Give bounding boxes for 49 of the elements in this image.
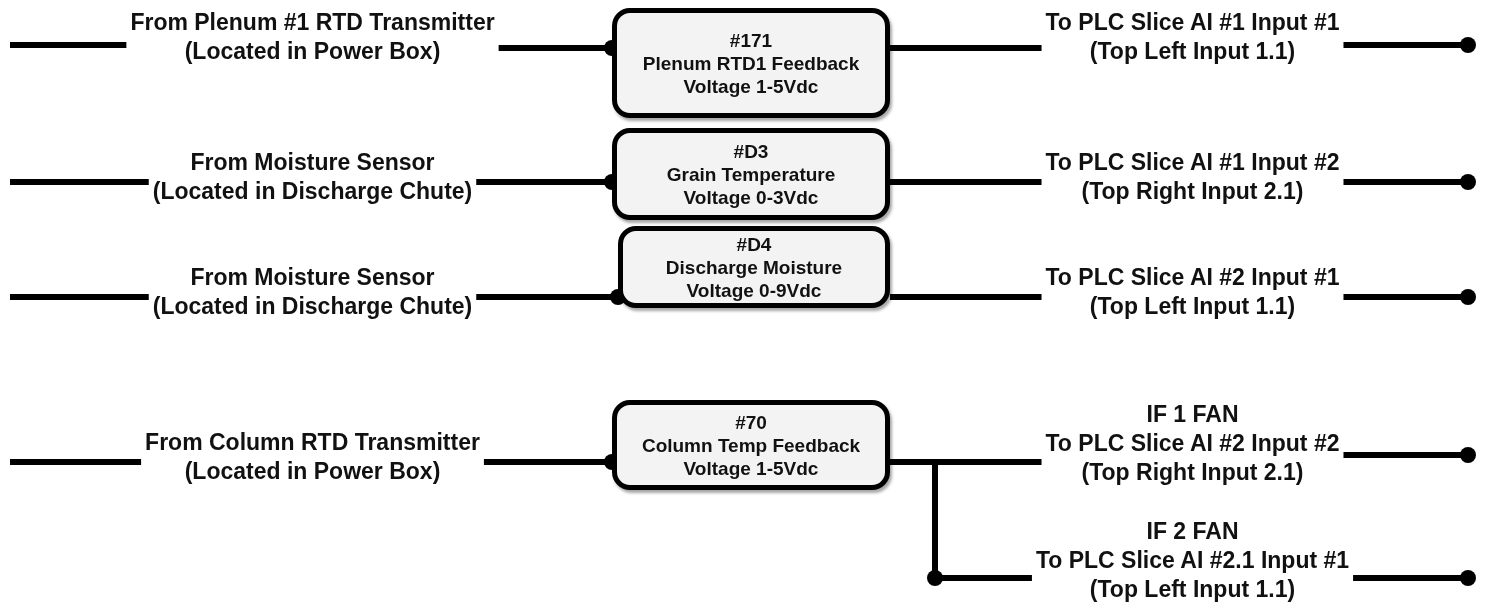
signal-number: #D3 xyxy=(733,139,769,163)
wire-label: (Top Left Input 1.1) xyxy=(1089,574,1296,604)
fan-label: IF 1 FAN xyxy=(1146,399,1239,429)
wire xyxy=(1343,289,1476,305)
wire xyxy=(890,459,1032,581)
signal-number: #171 xyxy=(729,28,773,52)
wire xyxy=(1353,570,1476,586)
signal-description: Column Temp Feedback xyxy=(641,433,861,457)
signal-description: Voltage 1-5Vdc xyxy=(683,74,819,98)
wire xyxy=(10,179,149,185)
wire-label: From Moisture Sensor xyxy=(190,263,435,292)
wire-label: To PLC Slice AI #1 Input #1 xyxy=(1045,8,1340,37)
signal-number: #D4 xyxy=(736,232,772,256)
signal-description: Voltage 1-5Vdc xyxy=(683,456,819,480)
wire xyxy=(890,294,1042,300)
signal-box xyxy=(612,128,890,220)
wire-label: From Plenum #1 RTD Transmitter xyxy=(130,8,495,37)
wire-label: From Moisture Sensor xyxy=(190,148,435,177)
wire xyxy=(10,294,149,300)
wire-label: To PLC Slice AI #2 Input #2 xyxy=(1045,428,1340,458)
wire-label: To PLC Slice AI #2.1 Input #1 xyxy=(1035,545,1350,575)
signal-description: Discharge Moisture xyxy=(665,255,843,279)
wire xyxy=(890,179,1042,185)
wire xyxy=(10,42,127,48)
wire xyxy=(890,45,1042,51)
wire-label: To PLC Slice AI #1 Input #2 xyxy=(1045,148,1340,177)
wire-label: From Column RTD Transmitter xyxy=(145,428,480,457)
wire xyxy=(1343,447,1476,463)
signal-description: Plenum RTD1 Feedback xyxy=(642,51,860,75)
wire xyxy=(1343,174,1476,190)
wire-label: (Top Left Input 1.1) xyxy=(1089,292,1296,321)
signal-description: Grain Temperature xyxy=(666,162,836,186)
signal-number: #70 xyxy=(735,410,767,434)
wire-label: (Located in Power Box) xyxy=(184,37,441,66)
wire-label: (Top Left Input 1.1) xyxy=(1089,37,1296,66)
wire-label: To PLC Slice AI #2 Input #1 xyxy=(1045,263,1340,292)
wire-label: (Top Right Input 2.1) xyxy=(1081,457,1304,487)
wire xyxy=(1343,37,1476,53)
wire-label: (Located in Discharge Chute) xyxy=(152,292,473,321)
signal-description: Voltage 0-3Vdc xyxy=(683,185,819,209)
wire-label: (Top Right Input 2.1) xyxy=(1081,177,1304,206)
wire-label: (Located in Power Box) xyxy=(184,457,441,486)
wire-label: (Located in Discharge Chute) xyxy=(152,177,473,206)
fan-label: IF 2 FAN xyxy=(1146,516,1239,546)
signal-box xyxy=(618,226,890,308)
signal-description: Voltage 0-9Vdc xyxy=(686,278,822,302)
signal-box xyxy=(612,400,890,490)
signal-box xyxy=(612,8,890,118)
wire xyxy=(10,459,142,465)
